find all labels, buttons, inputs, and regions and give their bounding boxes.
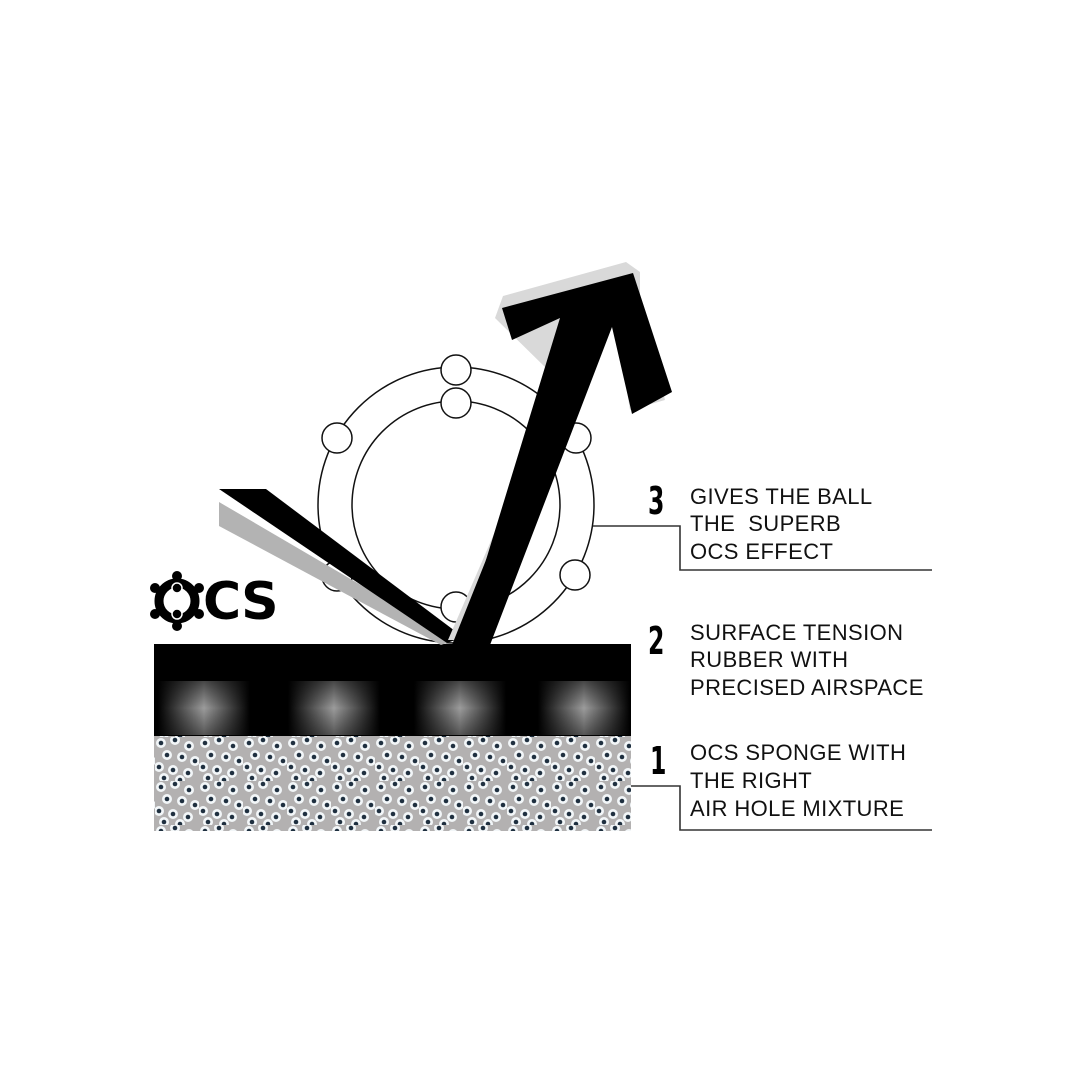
- label-3-line: GIVES THE BALL: [690, 484, 873, 509]
- orbit-bead: [559, 559, 591, 591]
- leader-line-1: [631, 785, 932, 831]
- label-3-line: THE SUPERB: [690, 511, 842, 536]
- rubber-top-sheet: [154, 644, 631, 681]
- label-1-number: 1: [650, 739, 667, 783]
- sponge-layer: [154, 736, 631, 831]
- label-2-line: RUBBER WITH: [690, 647, 849, 672]
- label-1-line: AIR HOLE MIXTURE: [690, 796, 905, 821]
- label-2-number: 2: [648, 619, 665, 663]
- label-3-line: OCS EFFECT: [690, 539, 834, 564]
- label-3-number: 3: [648, 479, 665, 523]
- label-1-line: THE RIGHT: [690, 768, 813, 793]
- molecule-ring-icon: [150, 571, 204, 631]
- outgoing-arrow: [448, 262, 672, 645]
- leader-line-3: [593, 525, 932, 571]
- label-1-line: OCS SPONGE WITH: [690, 740, 907, 765]
- label-2-line: PRECISED AIRSPACE: [690, 675, 924, 700]
- orbit-bead: [440, 354, 472, 386]
- incoming-arrow: [219, 489, 463, 645]
- leader-lines: [593, 525, 932, 831]
- orbit-bead: [440, 387, 472, 419]
- orbit-bead: [321, 422, 353, 454]
- label-2-line: SURFACE TENSION: [690, 620, 904, 645]
- ocs-logo-text: CS: [203, 572, 279, 632]
- rubber-pimple-layer: [154, 680, 631, 736]
